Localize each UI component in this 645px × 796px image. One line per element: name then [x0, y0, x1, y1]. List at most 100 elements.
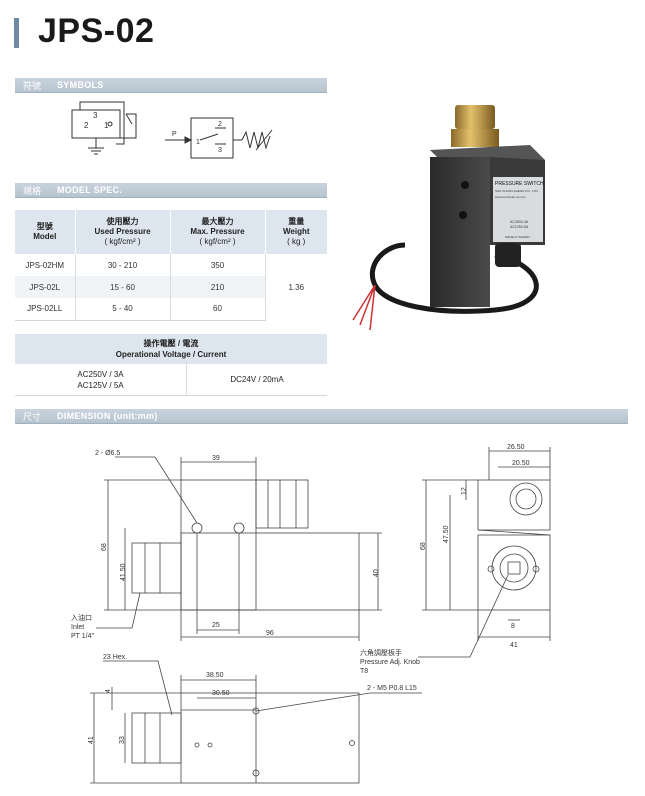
header-en: Model — [33, 232, 57, 241]
table-row: JPS-02L 15 - 60 210 — [15, 276, 327, 298]
model-spec-section-header: 規格 MODEL SPEC. — [15, 183, 327, 198]
header-zh: 重量 — [288, 217, 305, 226]
header-zh: 型號 — [36, 222, 53, 231]
side-knob-hex — [507, 561, 521, 575]
dim-96: 96 — [266, 630, 274, 637]
mount-hole — [461, 181, 469, 189]
section-label-en: MODEL SPEC. — [57, 185, 123, 195]
nameplate-ac2: AC125V-5A — [510, 225, 529, 229]
dim-41-side: 41 — [510, 642, 518, 649]
cell-used-pressure: 30 - 210 — [75, 254, 171, 276]
front-lower-body — [180, 532, 360, 611]
col-used-header: 使用壓力 Used Pressure ( kgf/cm² ) — [75, 210, 171, 254]
header-unit: ( kgf/cm² ) — [104, 237, 141, 246]
dim-33: 33 — [119, 736, 126, 744]
cell-used-pressure: 15 - 60 — [75, 276, 171, 298]
knob-label-en: Pressure Adj. Knob — [360, 659, 420, 666]
pin2-label: 2 — [218, 121, 222, 128]
voltage-table: 操作電壓 / 電流 Operational Voltage / Current … — [15, 334, 327, 396]
cable-wires — [352, 284, 376, 331]
pin-label-3: 3 — [93, 111, 98, 120]
cell-model: JPS-02L — [15, 276, 76, 298]
nameplate-web: www.sunchuan.com.tw — [495, 195, 526, 199]
header-en: Used Pressure — [94, 227, 151, 236]
mount-hole — [459, 211, 467, 219]
knob-label-zh: 六角調壓板手 — [360, 648, 402, 657]
nameplate-maker: SUN CHUAN SHENG CO., LTD. — [495, 189, 539, 193]
front-connector — [255, 479, 309, 529]
dim-4: 4 — [105, 689, 112, 693]
cell-max-pressure: 60 — [170, 298, 266, 321]
front-inlet-fitting — [131, 542, 182, 594]
dc-voltage-cell: DC24V / 20mA — [230, 375, 284, 384]
side-gland-inner — [515, 488, 537, 510]
section-label-zh: 規格 — [23, 185, 42, 196]
side-upper-body — [477, 479, 551, 531]
cell-model: JPS-02LL — [15, 298, 76, 321]
section-label-zh: 尺寸 — [23, 411, 42, 422]
product-photo: PRESSURE SWITCH SUN CHUAN SHENG CO., LTD… — [352, 105, 545, 331]
header-unit: ( kgf/cm² ) — [199, 237, 236, 246]
voltage-row: AC250V / 3A AC125V / 5A DC24V / 20mA — [15, 364, 327, 396]
dim-26-50: 26.50 — [507, 444, 525, 451]
nameplate-title: PRESSURE SWITCH — [495, 181, 544, 187]
section-label-zh: 符號 — [23, 80, 42, 91]
cable — [369, 242, 539, 314]
table-row: JPS-02HM 30 - 210 350 1.36 — [15, 254, 327, 320]
voltage-header: 操作電壓 / 電流 Operational Voltage / Current — [15, 334, 327, 364]
dim-hex: 23 Hex. — [103, 654, 127, 661]
front-main-body — [180, 479, 257, 611]
dim-25: 25 — [212, 622, 220, 629]
pin-label-1: 1 — [104, 121, 109, 130]
section-label-en: DIMENSION (unit:mm) — [57, 411, 158, 421]
header-zh: 使用壓力 — [106, 217, 139, 226]
table-row: JPS-02LL 5 - 40 60 — [15, 298, 327, 321]
brass-fitting — [455, 105, 495, 129]
dim-68-side: 68 — [420, 542, 427, 550]
dim-38-50: 38.50 — [206, 672, 224, 679]
mount-hole-1 — [191, 522, 203, 534]
dimension-drawings: 2 - Ø6.5 39 68 41.50 40 25 96 入油口 Inlet … — [71, 444, 551, 784]
col-model-header: 型號 Model — [15, 210, 76, 254]
header-en: Max. Pressure — [190, 227, 245, 236]
ac-voltage-cell: AC250V / 3A AC125V / 5A — [15, 364, 187, 395]
knob-label-t8: T8 — [360, 668, 368, 675]
dim-41-top: 41 — [88, 736, 95, 744]
cable-gland — [495, 243, 521, 267]
symbols-section-header: 符號 SYMBOLS — [15, 78, 327, 93]
spec-table: 型號 Model 使用壓力 Used Pressure ( kgf/cm² ) … — [15, 210, 327, 321]
top-body — [180, 692, 360, 784]
dim-12: 12 — [461, 487, 468, 495]
inlet-label-pt: PT 1/4" — [71, 633, 94, 640]
cell-model: JPS-02HM — [15, 254, 76, 276]
dim-39: 39 — [212, 455, 220, 462]
col-weight-header: 重量 Weight ( kg ) — [265, 210, 327, 254]
dimension-section-header: 尺寸 DIMENSION (unit:mm) — [15, 409, 628, 424]
dim-47-50: 47.50 — [443, 525, 450, 543]
dim-40: 40 — [373, 569, 380, 577]
pressure-switch-symbol — [165, 117, 273, 159]
side-gland-outer — [509, 482, 543, 516]
voltage-header-en: Operational Voltage / Current — [115, 350, 227, 359]
col-max-header: 最大壓力 Max. Pressure ( kgf/cm² ) — [170, 210, 266, 254]
header-zh: 最大壓力 — [201, 217, 234, 226]
header-en: Weight — [282, 227, 310, 236]
header-unit: ( kg ) — [287, 237, 306, 246]
section-label-en: SYMBOLS — [57, 80, 104, 90]
switch-symbol — [71, 101, 137, 155]
cell-used-pressure: 5 - 40 — [75, 298, 171, 321]
nameplate-made: MADE IN TAIWAN — [505, 235, 530, 239]
dim-30-50: 30.50 — [212, 690, 230, 697]
dim-68-front: 68 — [101, 543, 108, 551]
side-lower-body — [477, 534, 551, 611]
brass-hex — [451, 129, 499, 147]
dim-41-50: 41.50 — [120, 563, 127, 581]
spec-table-header: 型號 Model 使用壓力 Used Pressure ( kgf/cm² ) … — [15, 210, 327, 254]
hydraulic-symbols: 2 1 3 P 2 1 3 — [71, 101, 273, 159]
dim-8: 8 — [511, 623, 515, 630]
ac-rating-1: AC250V / 3A — [77, 370, 124, 379]
inlet-label-en: Inlet — [71, 624, 84, 631]
page-title: JPS-02 — [38, 12, 155, 50]
nameplate — [493, 177, 543, 242]
dim-20-50: 20.50 — [512, 460, 530, 467]
